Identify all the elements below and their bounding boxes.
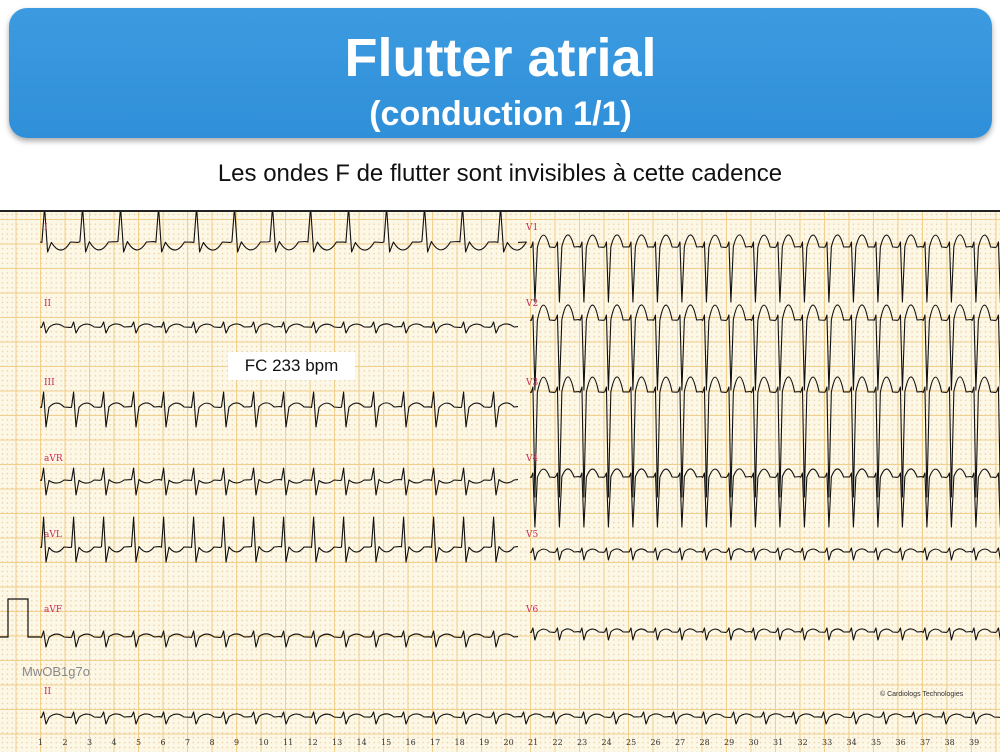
time-marker: 23 (577, 738, 588, 747)
lead-label-avf: aVF (44, 605, 63, 615)
trace-avl (39, 516, 519, 563)
trace-avf (39, 630, 519, 648)
time-marker: 5 (136, 738, 142, 747)
time-marker: 34 (846, 738, 857, 747)
caption: Les ondes F de flutter sont invisibles à… (217, 160, 783, 187)
time-marker: 27 (675, 738, 686, 747)
lead-label-v5: V5 (526, 530, 539, 540)
lead-label-avl: aVL (44, 530, 62, 540)
lead-label-v2: V2 (526, 299, 539, 309)
lead-label-avr: aVR (44, 454, 63, 464)
trace-i (39, 212, 527, 253)
time-marker: 33 (822, 738, 833, 747)
time-marker: 38 (944, 738, 955, 747)
time-marker: 20 (503, 738, 514, 747)
time-marker: 2 (62, 738, 68, 747)
ecg-traces (0, 212, 1000, 725)
trace-iii (39, 391, 519, 428)
title-banner: Flutter atrial (conduction 1/1) (9, 8, 992, 138)
time-marker: 12 (307, 738, 318, 747)
lead-label-iii: III (44, 378, 55, 388)
time-marker: 24 (601, 738, 612, 747)
trace-v3 (529, 376, 1000, 498)
lead-label-rhythm-ii: II (44, 687, 52, 697)
trace-v2 (529, 304, 1000, 391)
trace-v6 (529, 627, 1000, 641)
time-marker: 37 (920, 738, 931, 747)
lead-label-v6: V6 (526, 605, 539, 615)
time-marker: 19 (479, 738, 490, 747)
trace-v5 (529, 547, 1000, 561)
trace-v1 (529, 234, 1000, 303)
trace-v4 (529, 468, 1000, 528)
watermark: MwOB1g7o (22, 664, 90, 679)
lead-label-v4: V4 (526, 454, 539, 464)
time-marker: 10 (258, 738, 269, 747)
time-marker: 14 (356, 738, 367, 747)
time-marker: 18 (454, 738, 465, 747)
time-marker: 16 (405, 738, 416, 747)
ecg-strip (0, 210, 1000, 752)
heart-rate-label: FC 233 bpm (228, 352, 355, 380)
time-marker: 28 (699, 738, 710, 747)
time-marker: 4 (111, 738, 117, 747)
time-marker: 7 (185, 738, 191, 747)
time-marker: 1 (38, 738, 44, 747)
time-marker: 6 (160, 738, 166, 747)
time-marker: 36 (895, 738, 906, 747)
calibration-pulse (0, 598, 40, 638)
slide-subtitle: (conduction 1/1) (369, 95, 632, 133)
time-marker: 32 (797, 738, 808, 747)
time-marker: 8 (209, 738, 215, 747)
time-marker: 13 (332, 738, 343, 747)
lead-label-i: I (44, 223, 48, 233)
lead-label-v1: V1 (526, 223, 539, 233)
time-marker: 25 (626, 738, 637, 747)
time-marker: 31 (773, 738, 784, 747)
trace-rhythm-ii (39, 711, 1000, 725)
copyright: © Cardiologs Technologies (880, 691, 964, 698)
time-marker: 26 (650, 738, 661, 747)
time-marker: 3 (87, 738, 93, 747)
trace-ii (39, 321, 519, 334)
time-marker: 29 (724, 738, 735, 747)
lead-label-ii: II (44, 299, 52, 309)
time-marker: 21 (528, 738, 539, 747)
slide-title: Flutter atrial (344, 28, 657, 88)
trace-avr (39, 467, 519, 496)
time-marker: 15 (381, 738, 392, 747)
time-marker: 11 (283, 738, 294, 747)
lead-label-v3: V3 (526, 378, 539, 388)
time-marker: 22 (552, 738, 563, 747)
time-marker: 39 (969, 738, 980, 747)
time-marker: 30 (748, 738, 759, 747)
time-marker: 35 (871, 738, 882, 747)
time-marker: 17 (430, 738, 441, 747)
time-marker: 9 (234, 738, 240, 747)
